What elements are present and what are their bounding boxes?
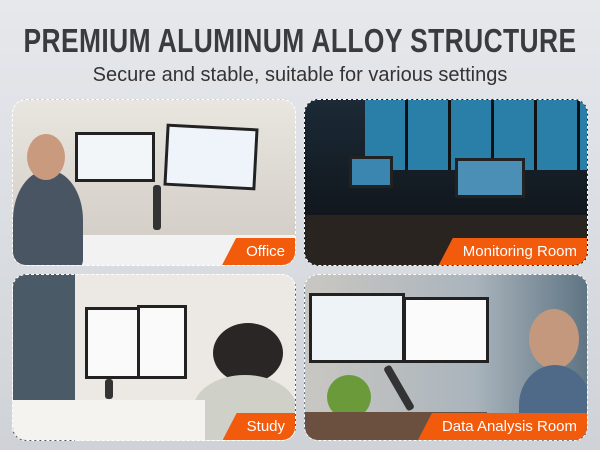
page-subtitle: Secure and stable, suitable for various …: [92, 64, 508, 86]
panel-label: Office: [222, 238, 295, 265]
monitor: [137, 305, 187, 379]
monitor-arm: [153, 185, 161, 230]
desk: [13, 400, 205, 440]
person-head: [27, 134, 65, 180]
monitor: [75, 132, 155, 182]
monitor: [349, 156, 393, 188]
monitor-arm: [105, 379, 113, 399]
panel-label: Data Analysis Room: [417, 413, 587, 440]
person-head: [213, 323, 283, 383]
plant: [327, 375, 371, 419]
monitor-arm: [383, 364, 415, 412]
person-head: [529, 309, 579, 369]
person: [13, 170, 83, 265]
monitor: [85, 307, 141, 379]
panel-label: Monitoring Room: [438, 238, 587, 265]
monitor: [309, 293, 405, 363]
monitor: [403, 297, 489, 363]
panel-study: Study: [12, 274, 296, 441]
page-title: PREMIUM ALUMINUM ALLOY STRUCTURE: [23, 22, 577, 59]
panel-data-analysis-room: Data Analysis Room: [304, 274, 588, 441]
panel-label: Study: [222, 413, 295, 440]
panel-monitoring-room: Monitoring Room: [304, 99, 588, 266]
panel-office: Office: [12, 99, 296, 266]
monitor: [455, 158, 525, 198]
monitor: [163, 123, 259, 191]
